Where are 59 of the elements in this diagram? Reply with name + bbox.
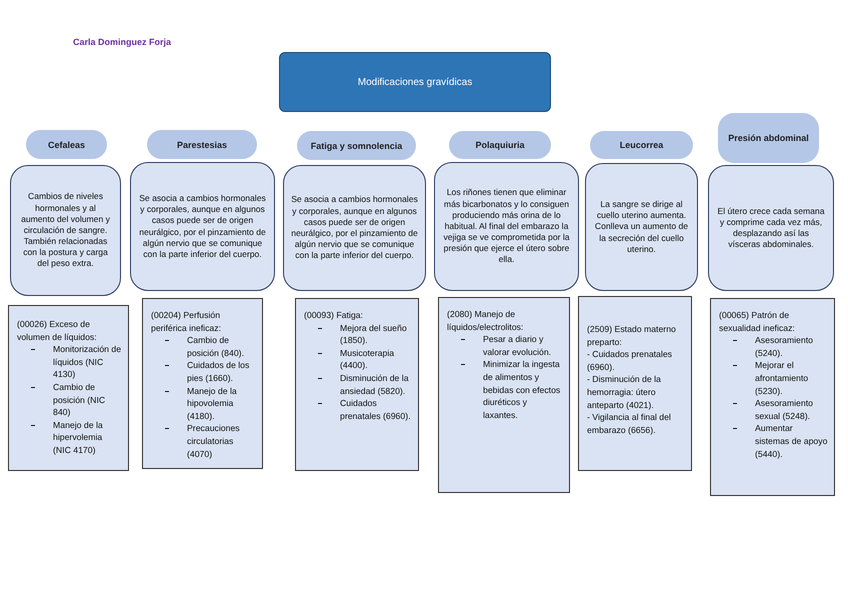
description-box — [10, 165, 121, 296]
list-item: Cambio de posición (NIC 840) — [53, 381, 106, 419]
symptom-label: Polaquiuria — [475, 140, 524, 150]
description-text: Los riñones tienen que eliminar más bicarbonatos y lo consiguen produciendo más orina de lo habitual. Al final del embarazo la vejiga se ve comprometida por la presión que ejerce el útero sobre ella. — [442, 187, 571, 266]
care-plan-box — [295, 298, 419, 471]
list-item: Asesoramiento (5240). — [755, 334, 814, 360]
description-text: Se asocia a cambios hormonales y corporales, aunque en algunos casos puede ser de origen neurálgico, por el pinzamiento de algún nervio que se comunique con la parte inferior del cuerpo. — [138, 192, 267, 260]
description-box — [585, 163, 698, 291]
description-box — [130, 162, 275, 291]
diagnosis-heading: (00065) Patrón de sexualidad ineficaz: — [719, 309, 796, 334]
diagnosis-heading: (00204) Perfusión periférica ineficaz: — [151, 309, 222, 334]
list-item: Precauciones circulatorias (4070) — [187, 422, 241, 460]
list-item: Monitorización de líquidos (NIC 4130) — [53, 343, 122, 382]
symptom-pill — [26, 130, 107, 159]
diagnosis-heading: (00093) Fatiga: — [304, 309, 364, 322]
symptom-pill — [718, 113, 819, 163]
symptom-label: Cefaleas — [48, 140, 86, 150]
care-plan-box — [710, 298, 835, 496]
description-text: La sangre se dirige al cuello uterino aumenta. Conlleva un aumento de la secreción del cuello uterino. — [594, 199, 690, 255]
description-text: Se asocia a cambios hormonales y corporales, aunque en algunos casos puede ser de origen neurálgico, por el pinzamiento de algún nervio que se comunique con la parte inferior del cuerpo. — [291, 194, 418, 262]
list-item: Aumentar sistemas de apoyo (5440). — [755, 422, 828, 460]
diagnosis-heading: (2080) Manejo de líquidos/electrolitos: — [447, 308, 524, 334]
list-item: Cuidados de los pies (1660). — [187, 359, 250, 385]
list-item: Mejora del sueño (1850). — [340, 322, 408, 347]
symptom-label: Parestesias — [176, 140, 228, 150]
symptom-pill — [590, 131, 693, 159]
description-text: El útero crece cada semana y comprime cada vez más, desplazando así las vísceras abdominales. — [716, 206, 826, 250]
list-item: Manejo de la hipervolemia (NIC 4170) — [53, 418, 104, 457]
list-item: - Vigilancia al final del embarazo (6656). — [587, 411, 672, 436]
description-box — [283, 165, 426, 291]
care-plan-box — [8, 305, 129, 471]
list-item: Asesoramiento sexual (5248). — [755, 397, 814, 422]
list-item: Musicoterapia (4400). — [340, 346, 396, 372]
diagnosis-heading: (2509) Estado materno preparto: — [587, 323, 677, 348]
symptom-pill — [147, 130, 257, 159]
symptom-label: Presión abdominal — [728, 133, 809, 143]
symptom-label: Fatiga y somnolencia — [310, 140, 402, 150]
description-box — [434, 162, 579, 291]
list-item: Disminución de la ansiedad (5820). — [340, 372, 410, 398]
care-plan-box — [578, 296, 692, 471]
list-item: Mejorar el afrontamiento (5230). — [755, 359, 810, 398]
symptom-pill — [297, 131, 416, 160]
list-item: - Cuidados prenatales (6960). — [587, 348, 673, 374]
title-text: Modificaciones gravídicas — [358, 76, 472, 88]
list-item: Cambio de posición (840). — [187, 334, 245, 360]
list-item: Cuidados prenatales (6960). — [340, 397, 412, 422]
diagnosis-heading: (00026) Exceso de volumen de líquidos: — [17, 318, 98, 344]
symptom-label: Leucorrea — [620, 140, 664, 150]
list-item: - Disminución de la hemorragia: útero anteparto (4021). — [587, 373, 662, 412]
description-text: Cambios de niveles hormonales y al aumento del volumen y circulación de sangre. También relacionadas con la postura y carga del peso extra. — [20, 191, 111, 270]
symptom-pill — [449, 131, 551, 159]
author-name: Carla Dominguez Forja — [73, 37, 172, 47]
care-plan-box — [142, 298, 263, 469]
care-plan-box — [438, 297, 570, 493]
list-item: Pesar a diario y valorar evolución. — [483, 333, 552, 358]
title-box — [279, 52, 551, 112]
list-item: Minimizar la ingesta de alimentos y bebidas con efectos diuréticos y laxantes. — [483, 358, 562, 422]
description-box — [708, 165, 834, 291]
list-item: Manejo de la hipovolemia (4180). — [187, 384, 238, 422]
